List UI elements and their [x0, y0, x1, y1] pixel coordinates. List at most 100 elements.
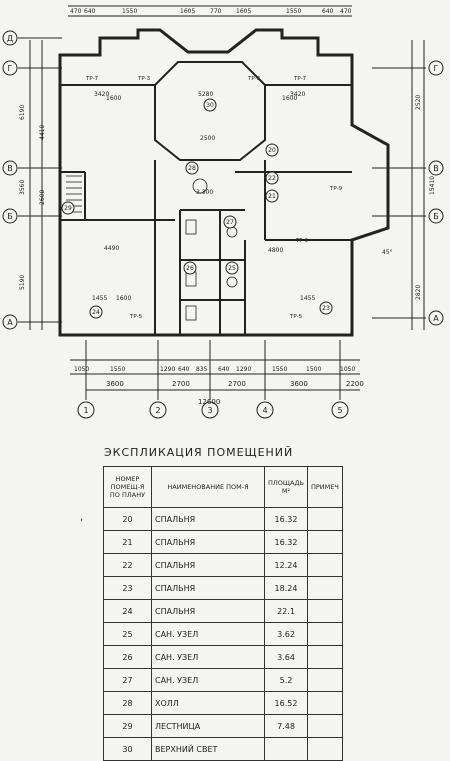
room-area: 18.24 [264, 576, 308, 600]
room-num: 27 [103, 668, 152, 692]
room-number: 22 [268, 175, 276, 182]
bottom-dim: 640 [178, 366, 190, 373]
room-dim: 4490 [104, 245, 119, 252]
bottom-dim: 1550 [110, 366, 125, 373]
room-number: 30 [206, 102, 214, 109]
window-label: ТР-5 [289, 314, 303, 320]
room-num: 26 [103, 645, 152, 669]
window-label: ТР-5 [129, 314, 143, 320]
room-note [307, 691, 343, 715]
room-number: 26 [186, 265, 194, 272]
room-number: 25 [228, 265, 236, 272]
axis-number: 3 [207, 406, 212, 415]
left-dim: 2600 [39, 190, 46, 205]
room-note [307, 645, 343, 669]
room-number: 24 [92, 309, 100, 316]
overall-width: 12600 [198, 398, 220, 406]
top-dim: 470 [70, 8, 82, 15]
room-name: Спальня [151, 530, 265, 554]
axis-letter-left-circle [2, 30, 18, 46]
room-area: 3.62 [264, 622, 308, 646]
room-num: 23 [103, 576, 152, 600]
table-row: 30Верхний свет [103, 737, 343, 761]
axis-letter-left: А [7, 318, 13, 327]
bottom-span: 3600 [290, 380, 308, 388]
room-note [307, 553, 343, 577]
axis-number-circle [256, 401, 274, 419]
bottom-span: 2200 [346, 380, 364, 388]
top-dim: 640 [84, 8, 96, 15]
room-area: 12.24 [264, 553, 308, 577]
table-row: 20Спальня16.32 [103, 507, 343, 531]
room-name: Верхний свет [151, 737, 265, 761]
axis-number: 1 [83, 406, 88, 415]
room-number-circle [265, 143, 279, 157]
room-dim: 1600 [282, 95, 297, 102]
room-num: 28 [103, 691, 152, 715]
axis-letter-left: Г [8, 64, 13, 73]
room-name: Спальня [151, 507, 265, 531]
window-label: ТР-7 [85, 76, 99, 82]
room-number: 27 [226, 219, 234, 226]
axis-letter-left-circle [2, 160, 18, 176]
header-name: Наименование пом-я [151, 466, 265, 508]
axis-number: 4 [262, 406, 267, 415]
room-note [307, 714, 343, 738]
table-row: 29Лестница7.48 [103, 714, 343, 738]
room-dim: 1600 [106, 95, 121, 102]
room-num: 24 [103, 599, 152, 623]
room-dim: 3.300 [196, 189, 213, 196]
bottom-span: 2700 [228, 380, 246, 388]
left-dim: 3560 [19, 180, 26, 195]
axis-number: 2 [155, 406, 160, 415]
room-area: 3.64 [264, 645, 308, 669]
room-dim: 4800 [268, 247, 283, 254]
axis-number-circle [149, 401, 167, 419]
room-number-circle [265, 189, 279, 203]
room-num: 21 [103, 530, 152, 554]
axis-letter-left: Б [7, 212, 13, 221]
axis-letter-left: В [7, 164, 13, 173]
room-number-circle [265, 171, 279, 185]
top-dim: 1605 [236, 8, 251, 15]
left-dim: 4410 [39, 125, 46, 140]
room-num: 20 [103, 507, 152, 531]
room-area [264, 737, 308, 761]
room-number: 21 [268, 193, 276, 200]
top-dim: 1550 [122, 8, 137, 15]
top-dim: 770 [210, 8, 222, 15]
top-dim: 1605 [180, 8, 195, 15]
axis-number-circle [77, 401, 95, 419]
bottom-dim: 1290 [236, 366, 251, 373]
axis-letter-right-circle [428, 310, 444, 326]
bottom-dim: 640 [218, 366, 230, 373]
top-dim: 470 [340, 8, 352, 15]
bottom-dim: 1290 [160, 366, 175, 373]
table-row: 23Спальня18.24 [103, 576, 343, 600]
room-num: 30 [103, 737, 152, 761]
axis-letter-right-circle [428, 208, 444, 224]
room-note [307, 576, 343, 600]
header-note: Примеч [307, 466, 343, 508]
room-number-circle [185, 161, 199, 175]
room-name: Сан. узел [151, 668, 265, 692]
room-dim: 1455 [92, 295, 107, 302]
axis-letter-right: А [433, 314, 439, 323]
axis-number-circle [201, 401, 219, 419]
room-name: Спальня [151, 599, 265, 623]
room-name: Лестница [151, 714, 265, 738]
table-row: 25Сан. узел3.62 [103, 622, 343, 646]
axis-letter-right: Б [433, 212, 439, 221]
table-row: 22Спальня12.24 [103, 553, 343, 577]
window-label: ТР-7 [293, 76, 307, 82]
room-name: Холл [151, 691, 265, 715]
axis-letter-left-circle [2, 208, 18, 224]
left-dim: 6190 [19, 105, 26, 120]
table-row: 24Спальня22.1 [103, 599, 343, 623]
room-name: Спальня [151, 553, 265, 577]
right-dim: 15410 [429, 176, 436, 195]
axis-letter-left-circle [2, 60, 18, 76]
